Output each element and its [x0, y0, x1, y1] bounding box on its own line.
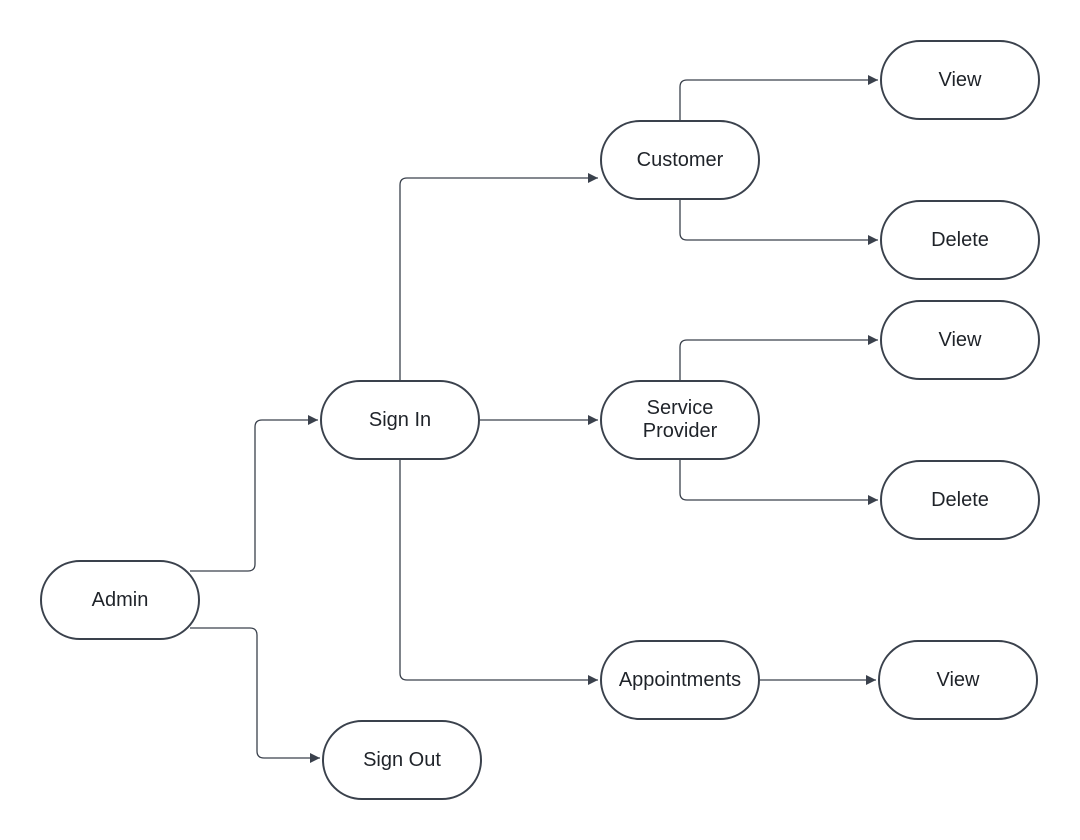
node-sign-out: Sign Out	[322, 720, 482, 800]
node-customer-delete: Delete	[880, 200, 1040, 280]
node-label: Customer	[636, 148, 724, 171]
edge-admin-to-sign-out	[190, 627, 320, 763]
node-customer: Customer	[600, 120, 760, 200]
edge-customer-to-delete	[679, 200, 878, 245]
node-label: View	[938, 68, 982, 91]
node-service-provider: Service Provider	[600, 380, 760, 460]
node-label: Delete	[931, 488, 989, 511]
node-sign-in: Sign In	[320, 380, 480, 460]
node-label: View	[938, 328, 982, 351]
node-service-provider-view: View	[880, 300, 1040, 380]
edge-service-provider-to-view	[679, 335, 878, 380]
node-label: Sign Out	[363, 748, 441, 771]
edge-sign-in-to-customer	[399, 173, 598, 380]
edge-sign-in-to-appointments	[399, 460, 598, 685]
node-label: Delete	[931, 228, 989, 251]
node-admin: Admin	[40, 560, 200, 640]
node-label: Admin	[91, 588, 149, 611]
node-label: Appointments	[618, 668, 742, 691]
node-appointments: Appointments	[600, 640, 760, 720]
node-appointments-view: View	[878, 640, 1038, 720]
edge-admin-to-sign-in	[190, 415, 318, 572]
node-customer-view: View	[880, 40, 1040, 120]
edge-service-provider-to-delete	[679, 460, 878, 505]
edge-customer-to-view	[679, 75, 878, 120]
node-label: Service Provider	[642, 397, 718, 442]
node-label: View	[936, 668, 980, 691]
node-label: Sign In	[368, 408, 432, 431]
node-service-provider-delete: Delete	[880, 460, 1040, 540]
